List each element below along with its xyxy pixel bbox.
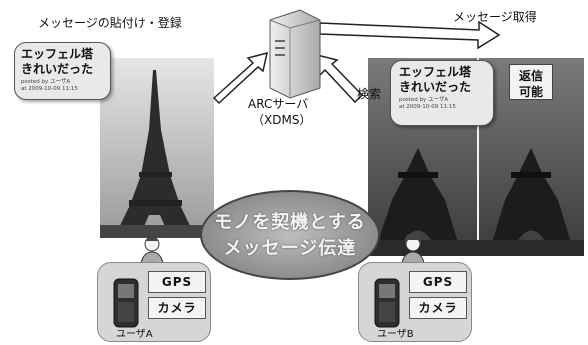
user-a-camera-tag: カメラ [148, 297, 206, 319]
arrow-post-to-server [212, 51, 268, 105]
reply-line1: 返信 [518, 69, 543, 83]
arrow-search [316, 53, 364, 104]
reply-possible-box: 返信 可能 [509, 64, 553, 100]
user-b-camera-tag: カメラ [409, 297, 467, 319]
arrow-get-message [319, 20, 501, 50]
eiffel-photo-left [100, 58, 214, 238]
user-b-phone-icon [374, 278, 400, 328]
bubble-right-meta1: posted by ユーザA [399, 97, 449, 103]
user-b-name: ユーザB [377, 329, 414, 340]
label-get-message: メッセージ取得 [453, 10, 537, 24]
user-b-gps-tag: GPS [409, 271, 467, 293]
user-b-box: GPS カメラ ユーザB [358, 262, 472, 342]
user-a-phone-icon [113, 278, 139, 328]
bubble-left-line1: エッフェル塔 [21, 47, 94, 61]
message-bubble-left: エッフェル塔 きれいだった posted by ユーザA at 2009-10-… [14, 42, 111, 100]
message-bubble-right: エッフェル塔 きれいだった posted by ユーザA at 2009-10-… [390, 60, 494, 126]
server-icon [269, 9, 321, 99]
user-a-gps-tag: GPS [148, 271, 206, 293]
center-line2: メッセージ伝達 [223, 238, 357, 259]
reply-line2: 可能 [518, 85, 543, 99]
bubble-right-line2: きれいだった [399, 80, 472, 94]
user-a-box: GPS カメラ ユーザA [97, 262, 211, 342]
user-a-name: ユーザA [116, 329, 153, 340]
bubble-right-meta2: at 2009-10-09 11:15 [399, 104, 456, 110]
label-search: 検索 [357, 87, 382, 101]
server-sublabel: （XDMS） [252, 113, 312, 127]
label-post-register: メッセージの貼付け・登録 [38, 16, 182, 30]
bubble-right-line1: エッフェル塔 [399, 65, 472, 79]
bubble-left-meta1: posted by ユーザA [21, 79, 71, 85]
server-label: ARCサーバ [248, 97, 309, 111]
center-concept-ellipse [200, 190, 380, 280]
bubble-left-meta2: at 2009-10-09 11:15 [21, 86, 78, 92]
bubble-left-line2: きれいだった [21, 62, 94, 76]
center-line1: モノを契機とする [214, 212, 366, 233]
